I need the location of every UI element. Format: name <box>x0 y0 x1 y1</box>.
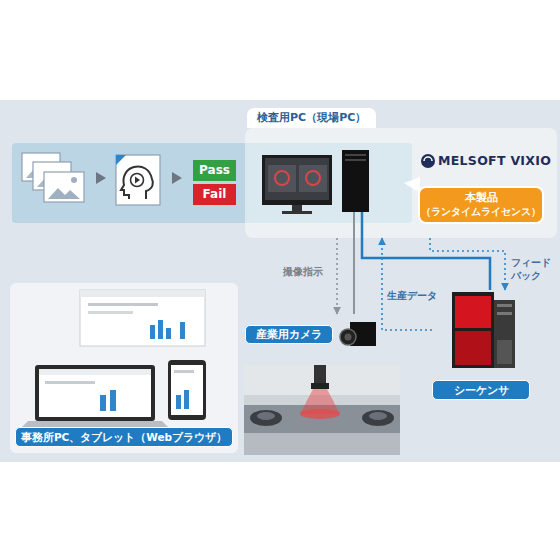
signal-arrow <box>430 238 505 290</box>
flow-arrow <box>96 172 106 184</box>
camera-node: 産業用カメラ <box>245 314 380 354</box>
pass-box: Pass <box>193 160 236 181</box>
license-box: 本製品 （ランタイムライセンス） <box>418 186 544 224</box>
plc-node: シーケンサ <box>432 290 532 402</box>
node-label-pill: 事務所PC、タブレット（Webブラウザ） <box>15 427 233 447</box>
edge-label: 撮像指示 <box>283 266 335 279</box>
conveyor-photo <box>244 365 400 455</box>
node-text: 本製品 <box>420 191 542 204</box>
signal-arrow <box>382 238 432 330</box>
logo-text: MELSOFT VIXIO <box>438 153 551 169</box>
logo-mark <box>421 154 435 168</box>
fail-box: Fail <box>193 184 236 205</box>
cable-line <box>362 238 490 290</box>
node-label-pill: 産業用カメラ <box>245 325 333 344</box>
pc-tower <box>342 150 369 238</box>
monitor <box>262 155 332 214</box>
cable-line <box>353 238 355 314</box>
edge-label: 生産データ <box>387 290 443 303</box>
office-region: 事務所PC、タブレット（Webブラウザ） <box>10 283 238 453</box>
node-text: Fail <box>193 184 236 205</box>
pc-region: 検査用PC（現場PC）本製品（ランタイムライセンス） <box>245 128 557 238</box>
ai-icon <box>116 155 160 205</box>
flow-arrow <box>172 172 182 184</box>
edge-label: フィード バック <box>511 257 555 282</box>
camera-icon <box>340 322 376 346</box>
signal-arrow <box>336 238 338 314</box>
node-label-pill: シーケンサ <box>432 380 530 400</box>
node-text: 検査用PC（現場PC） <box>247 108 376 128</box>
plc-unit <box>452 292 515 368</box>
node-text: （ランタイムライセンス） <box>420 206 542 217</box>
office-devices <box>22 290 206 427</box>
callout-pointer <box>404 177 420 193</box>
image-stack <box>22 153 84 202</box>
node-text: Pass <box>193 160 236 181</box>
